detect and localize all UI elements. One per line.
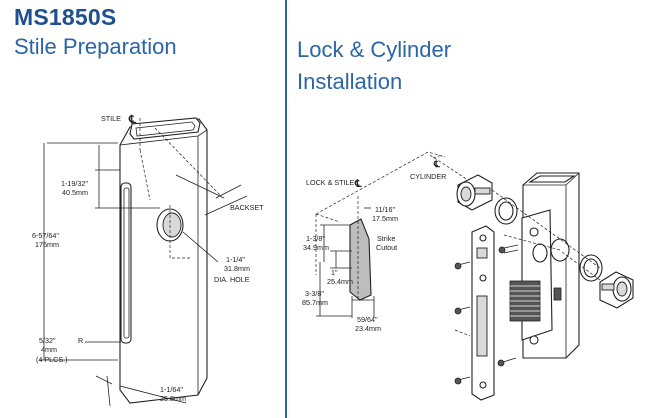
cylinder-top <box>456 174 493 211</box>
dim-b-mm: 34.9mm <box>303 243 329 252</box>
cylinder-ring-top <box>494 197 518 225</box>
cylinder-bottom <box>599 271 634 309</box>
lock-installation-drawing: LOCK & STILE ℄ ℄ CYLINDER 11/16" 17.5mm … <box>302 151 634 401</box>
dim-top-in: 1-19/32" <box>61 179 88 188</box>
right-title-line-2: Installation <box>297 69 403 94</box>
dim-b-in: 1-3/8" <box>306 234 325 243</box>
backset-label: BACKSET <box>230 203 264 212</box>
dim-a-in: 11/16" <box>375 205 395 214</box>
lock-faceplate <box>471 225 495 401</box>
strike-label-2: Cutout <box>376 243 397 252</box>
dim-e-in: 59/64" <box>357 315 378 324</box>
screws <box>454 244 519 385</box>
stile-preparation-title: Stile Preparation <box>14 34 177 59</box>
stile-preparation-drawing: STILE ℄ BACKSET 1-19/32" 40.5mm 6-57/64"… <box>32 114 264 407</box>
dim-c-mm: 25.4mm <box>327 277 353 286</box>
dim-radius-mm: 4mm <box>41 345 57 354</box>
dim-d-in: 3-3/8" <box>305 289 324 298</box>
stile-centerline-symbol: ℄ <box>128 114 137 126</box>
dim-e-mm: 23.4mm <box>355 324 381 333</box>
lock-stile-label: LOCK & STILE <box>306 178 355 187</box>
dim-width-in: 1-1/64" <box>160 385 183 394</box>
cylinder-label: CYLINDER <box>410 172 446 181</box>
section-divider <box>285 0 287 418</box>
strike-cutout <box>349 218 372 301</box>
lock-cylinder-installation-title: Lock & Cylinder Installation <box>297 34 597 98</box>
right-title-line-1: Lock & Cylinder <box>297 37 452 62</box>
dim-radius-note: (4 PLCS.) <box>36 355 68 364</box>
dim-d-mm: 85.7mm <box>302 298 328 307</box>
dim-radius-r: R <box>78 336 83 345</box>
lock-body <box>509 209 553 345</box>
dim-hole-note: DIA. HOLE <box>214 275 250 284</box>
dim-hole-in: 1-1/4" <box>226 255 245 264</box>
model-number: MS1850S <box>14 4 117 30</box>
dim-hole-mm: 31.8mm <box>224 264 250 273</box>
stile-slot-cutout <box>120 182 132 344</box>
dim-width-mm: 25.8mm <box>160 394 186 403</box>
dim-c-in: 1" <box>331 268 338 277</box>
dim-total-mm: 175mm <box>35 240 59 249</box>
dim-total-in: 6-57/64" <box>32 231 59 240</box>
dim-top-mm: 40.5mm <box>62 188 88 197</box>
dim-a-mm: 17.5mm <box>372 214 398 223</box>
cylinder-centerline-symbol: ℄ <box>433 159 440 169</box>
dim-radius-in: 5/32" <box>39 336 56 345</box>
stile-centerline <box>139 118 190 259</box>
strike-label-1: Strike <box>377 234 395 243</box>
stile-body <box>119 118 208 404</box>
lock-stile-centerline-symbol: ℄ <box>354 179 362 190</box>
stile-label: STILE <box>101 114 121 123</box>
